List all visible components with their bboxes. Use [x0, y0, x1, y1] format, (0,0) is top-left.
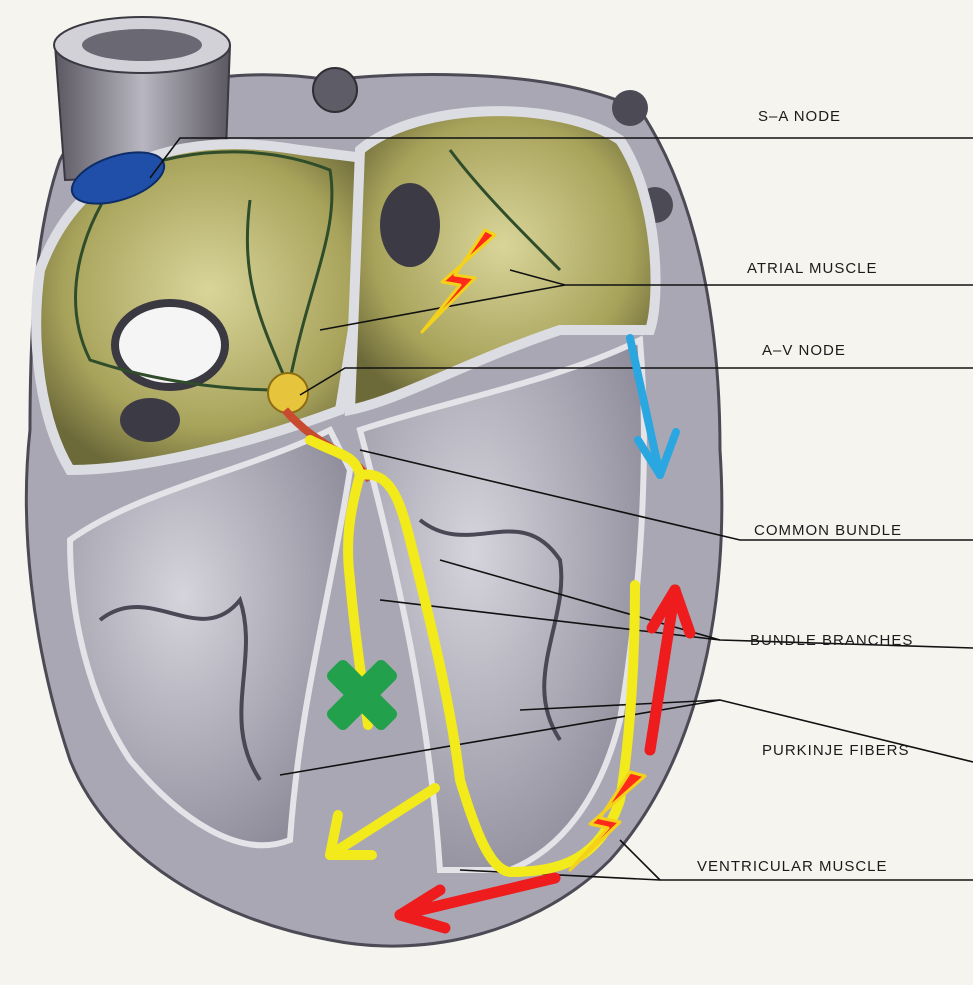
- label-sa-node: S–A NODE: [758, 108, 841, 125]
- label-purkinje-fibers: PURKINJE FIBERS: [762, 742, 910, 759]
- label-av-node: A–V NODE: [762, 342, 846, 359]
- label-ventricular-muscle: VENTRICULAR MUSCLE: [697, 858, 888, 875]
- label-atrial-muscle: ATRIAL MUSCLE: [747, 260, 878, 277]
- label-common-bundle: COMMON BUNDLE: [754, 522, 902, 539]
- label-bundle-branches: BUNDLE BRANCHES: [750, 632, 913, 649]
